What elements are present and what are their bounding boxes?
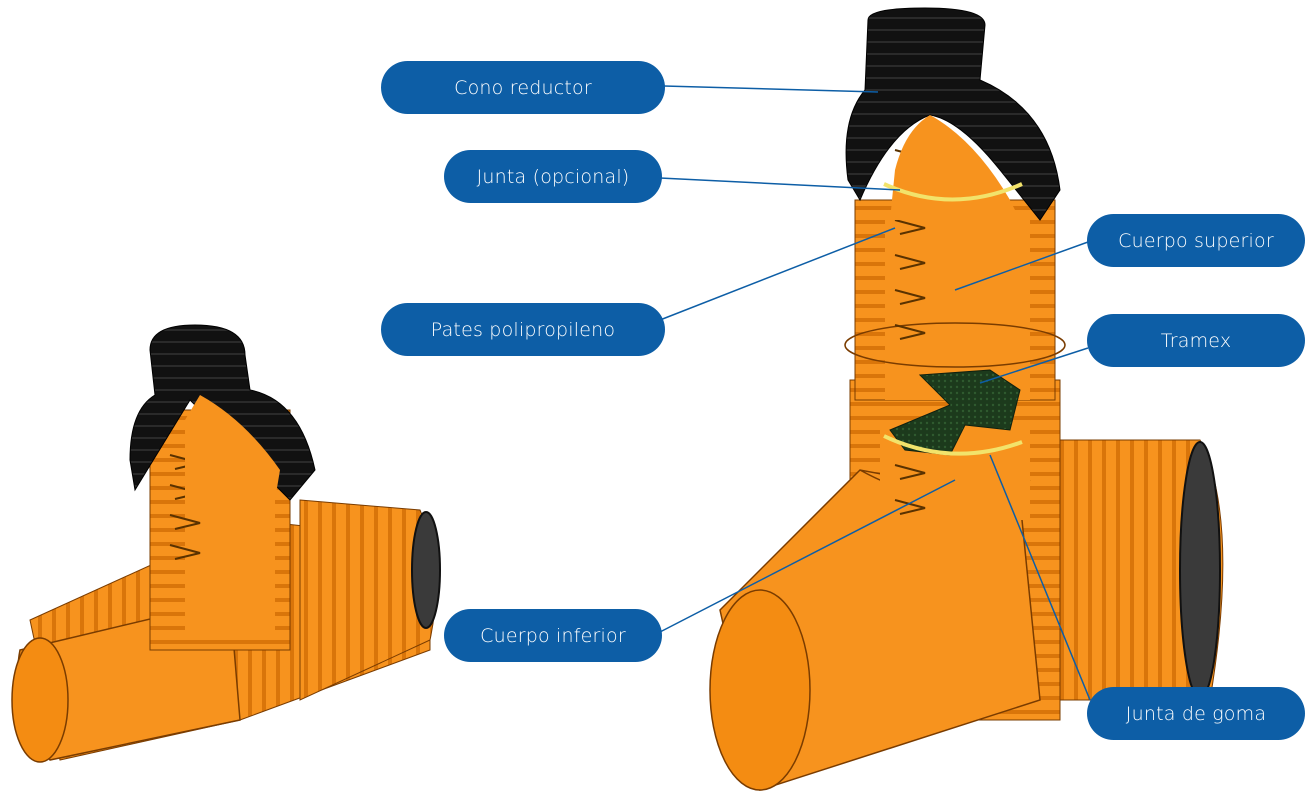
label-cuerpo-superior: Cuerpo superior: [1087, 214, 1305, 267]
label-pates-polipropileno: Pates polipropileno: [381, 303, 665, 356]
label-junta-de-goma: Junta de goma: [1087, 687, 1305, 740]
manhole-assembled-illustration: [12, 325, 440, 762]
label-junta-opcional: Junta (opcional): [444, 150, 662, 203]
label-cuerpo-inferior: Cuerpo inferior: [444, 609, 662, 662]
label-cono-reductor: Cono reductor: [381, 61, 665, 114]
manhole-cutaway-illustration: [710, 8, 1223, 790]
leader-cono-reductor: [664, 86, 878, 92]
label-tramex: Tramex: [1087, 314, 1305, 367]
